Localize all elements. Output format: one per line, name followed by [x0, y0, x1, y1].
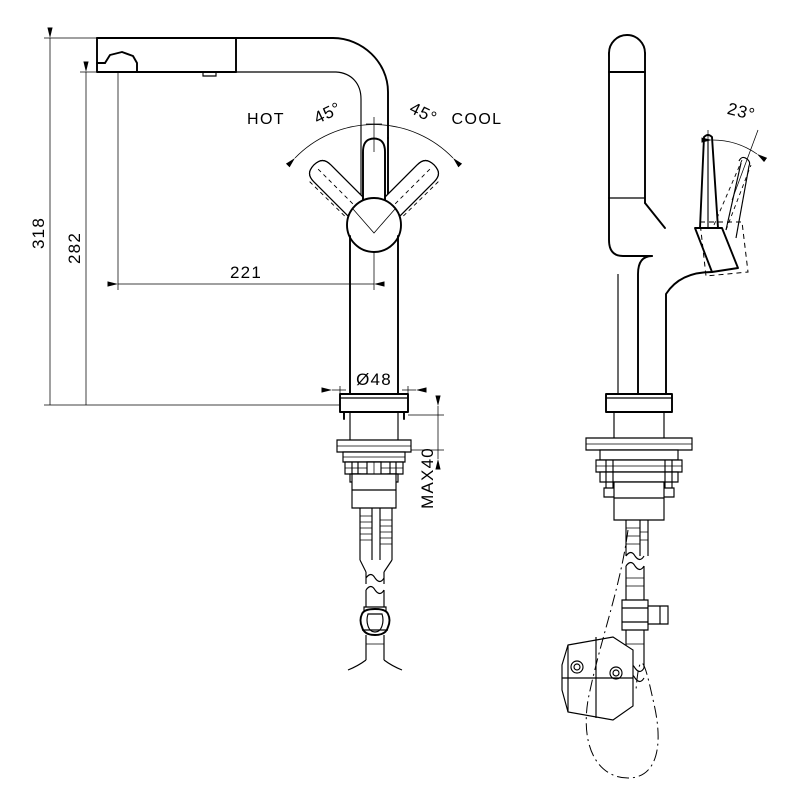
side-supply-hoses: [625, 520, 649, 600]
side-lever-upright: [699, 134, 719, 229]
side-view-group: 23°: [561, 34, 768, 779]
side-spout-body: [608, 71, 646, 204]
base-escutcheon: [339, 393, 409, 440]
handle-pivot-ball: [346, 197, 402, 253]
angle-arc-23: [701, 137, 768, 163]
front-view-group: [96, 37, 441, 671]
dimension-value-318: 318: [29, 217, 48, 249]
body-column: [349, 235, 399, 395]
dimension-value-282: 282: [65, 232, 84, 264]
angle-label-right: 45°: [407, 98, 441, 127]
supply-hoses: [359, 508, 393, 573]
side-base-escutcheon: [605, 393, 673, 438]
side-neck: [608, 197, 666, 257]
dimension-value-max40: MAX40: [418, 447, 437, 509]
angle-label-left: 45°: [311, 98, 345, 127]
angle-label-side: 23°: [725, 99, 757, 124]
pullout-hose: [347, 572, 403, 671]
side-spout-cap: [608, 34, 646, 73]
label-hot: HOT: [247, 111, 285, 128]
angle-arc-45: [285, 124, 463, 168]
side-mounting-assembly: [585, 437, 693, 521]
dimension-value-diameter: Ø48: [356, 370, 392, 389]
counterweight-block: [561, 636, 634, 721]
spout-head: [96, 37, 336, 77]
dimension-value-221: 221: [230, 263, 262, 282]
side-body-column: [617, 255, 713, 395]
label-cool: COOL: [452, 111, 503, 128]
mounting-assembly: [336, 439, 412, 509]
side-lever-base: [694, 227, 739, 273]
hose-travel-path: [585, 529, 659, 779]
front-view-dimensions: 318 282 221 Ø48 MAX40 45°: [29, 27, 503, 509]
